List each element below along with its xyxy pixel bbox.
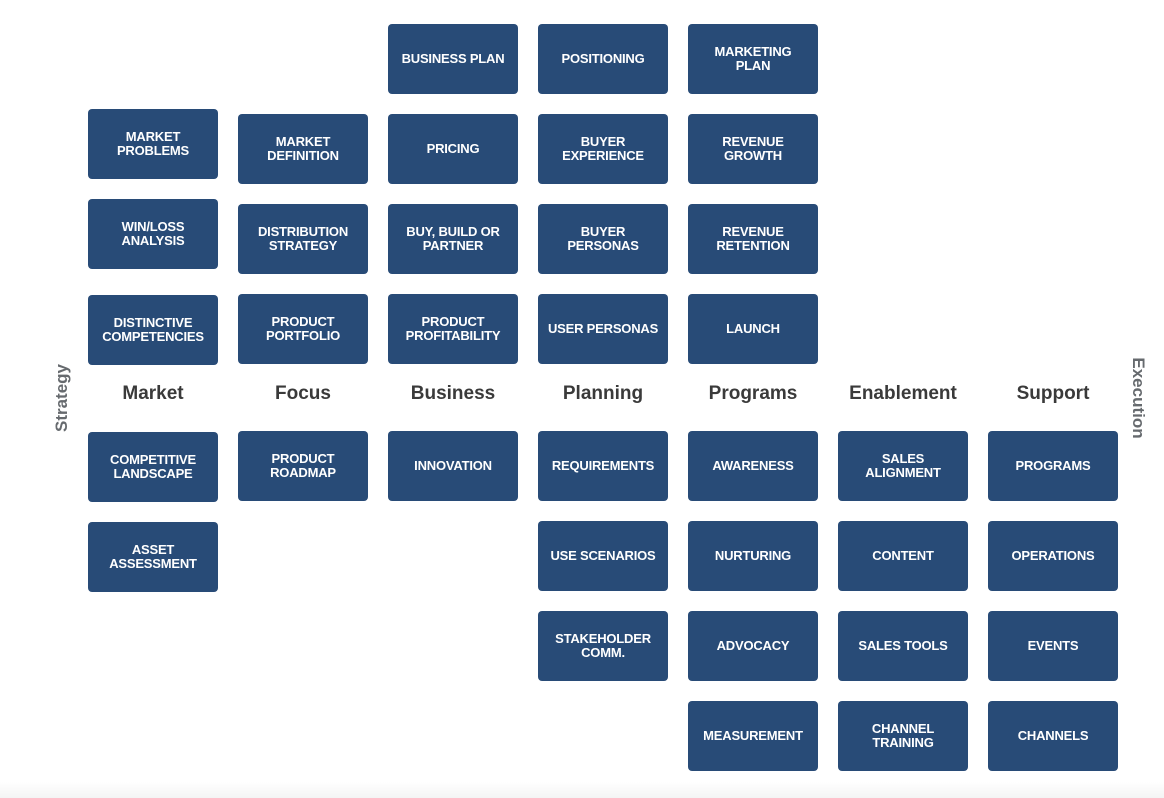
box-label: MEASUREMENT (703, 728, 803, 743)
box-label: CHANNEL TRAINING (871, 721, 935, 750)
box-label: DISTRIBUTION STRATEGY (257, 224, 349, 253)
box-sales-tools[interactable]: SALES TOOLS (838, 611, 968, 681)
box-label: MARKET DEFINITION (267, 134, 339, 163)
box-support-programs[interactable]: PROGRAMS (988, 431, 1118, 501)
column-header-planning: Planning (562, 383, 644, 404)
box-content[interactable]: CONTENT (838, 521, 968, 591)
box-label: WIN/LOSS ANALYSIS (121, 219, 185, 248)
box-nurturing[interactable]: NURTURING (688, 521, 818, 591)
box-business-plan[interactable]: BUSINESS PLAN (388, 24, 518, 94)
box-win-loss-analysis[interactable]: WIN/LOSS ANALYSIS (88, 199, 218, 269)
box-product-roadmap[interactable]: PRODUCT ROADMAP (238, 431, 368, 501)
box-label: BUYER EXPERIENCE (562, 134, 644, 163)
box-label: INNOVATION (414, 458, 492, 473)
box-label: EVENTS (1027, 638, 1079, 653)
box-label: DISTINCTIVE COMPETENCIES (102, 315, 204, 344)
box-events[interactable]: EVENTS (988, 611, 1118, 681)
box-label: MARKET PROBLEMS (116, 129, 190, 158)
box-label: MARKETING PLAN (714, 44, 792, 73)
box-market-problems[interactable]: MARKET PROBLEMS (88, 109, 218, 179)
box-use-scenarios[interactable]: USE SCENARIOS (538, 521, 668, 591)
box-requirements[interactable]: REQUIREMENTS (538, 431, 668, 501)
box-label: SALES TOOLS (858, 638, 948, 653)
column-header-programs: Programs (708, 383, 798, 404)
box-marketing-plan[interactable]: MARKETING PLAN (688, 24, 818, 94)
box-pricing[interactable]: PRICING (388, 114, 518, 184)
column-header-support: Support (1016, 383, 1090, 404)
box-label: PRODUCT ROADMAP (270, 451, 336, 480)
box-label: STAKEHOLDER COMM. (555, 631, 651, 660)
box-distinctive-competencies[interactable]: DISTINCTIVE COMPETENCIES (88, 295, 218, 365)
box-label: LAUNCH (726, 321, 780, 336)
box-buyer-personas[interactable]: BUYER PERSONAS (538, 204, 668, 274)
box-distribution-strategy[interactable]: DISTRIBUTION STRATEGY (238, 204, 368, 274)
box-label: PRICING (426, 141, 480, 156)
box-revenue-retention[interactable]: REVENUE RETENTION (688, 204, 818, 274)
execution-axis-label: Execution (1129, 357, 1148, 439)
box-user-personas[interactable]: USER PERSONAS (538, 294, 668, 364)
box-buyer-experience[interactable]: BUYER EXPERIENCE (538, 114, 668, 184)
box-advocacy[interactable]: ADVOCACY (688, 611, 818, 681)
box-stakeholder-comm[interactable]: STAKEHOLDER COMM. (538, 611, 668, 681)
box-awareness[interactable]: AWARENESS (688, 431, 818, 501)
box-innovation[interactable]: INNOVATION (388, 431, 518, 501)
box-channels[interactable]: CHANNELS (988, 701, 1118, 771)
box-positioning[interactable]: POSITIONING (538, 24, 668, 94)
box-label: BUSINESS PLAN (401, 51, 505, 66)
column-header-focus: Focus (275, 383, 331, 404)
box-competitive-landscape[interactable]: COMPETITIVE LANDSCAPE (88, 432, 218, 502)
box-label: OPERATIONS (1011, 548, 1095, 563)
box-measurement[interactable]: MEASUREMENT (688, 701, 818, 771)
column-header-enablement: Enablement (849, 383, 957, 404)
box-revenue-growth[interactable]: REVENUE GROWTH (688, 114, 818, 184)
box-label: BUYER PERSONAS (567, 224, 639, 253)
box-launch[interactable]: LAUNCH (688, 294, 818, 364)
box-label: REQUIREMENTS (551, 458, 655, 473)
box-channel-training[interactable]: CHANNEL TRAINING (838, 701, 968, 771)
column-header-business: Business (410, 383, 496, 404)
box-label: PRODUCT PORTFOLIO (265, 314, 341, 343)
box-label: USE SCENARIOS (550, 548, 656, 563)
box-label: POSITIONING (561, 51, 645, 66)
box-label: ADVOCACY (716, 638, 790, 653)
box-product-portfolio[interactable]: PRODUCT PORTFOLIO (238, 294, 368, 364)
box-buy-build-partner[interactable]: BUY, BUILD OR PARTNER (388, 204, 518, 274)
box-label: REVENUE GROWTH (722, 134, 784, 163)
strategy-axis-label: Strategy (52, 363, 71, 433)
box-asset-assessment[interactable]: ASSET ASSESSMENT (88, 522, 218, 592)
box-label: AWARENESS (712, 458, 794, 473)
box-label: REVENUE RETENTION (716, 224, 790, 253)
box-label: USER PERSONAS (547, 321, 659, 336)
box-label: NURTURING (714, 548, 792, 563)
box-label: PROGRAMS (1015, 458, 1091, 473)
box-sales-alignment[interactable]: SALES ALIGNMENT (838, 431, 968, 501)
box-label: COMPETITIVE LANDSCAPE (110, 452, 196, 481)
box-market-definition[interactable]: MARKET DEFINITION (238, 114, 368, 184)
box-label: ASSET ASSESSMENT (109, 542, 197, 571)
box-label: CHANNELS (1017, 728, 1089, 743)
box-label: PRODUCT PROFITABILITY (405, 314, 501, 343)
box-operations[interactable]: OPERATIONS (988, 521, 1118, 591)
column-header-market: Market (122, 383, 184, 404)
box-label: CONTENT (872, 548, 934, 563)
box-label: BUY, BUILD OR PARTNER (406, 224, 500, 253)
box-product-profitability[interactable]: PRODUCT PROFITABILITY (388, 294, 518, 364)
box-label: SALES ALIGNMENT (865, 451, 941, 480)
